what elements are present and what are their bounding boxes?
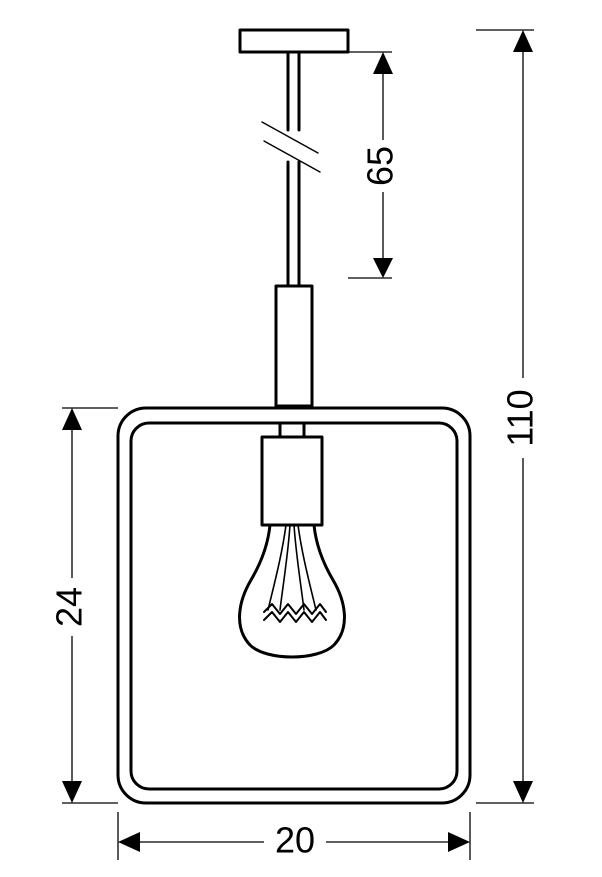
arrowhead-up (373, 52, 393, 74)
dimension-total-height: 110 (500, 30, 541, 803)
ceiling-canopy (238, 28, 350, 54)
dimension-cable-length: 65 (360, 52, 401, 278)
arrowhead-up (62, 408, 82, 430)
rod-sleeve (274, 284, 314, 408)
arrowhead-down (513, 781, 533, 803)
suspension-rod (286, 50, 301, 288)
total-height-label: 110 (500, 389, 541, 446)
arrowhead-right (448, 832, 470, 852)
rod-break-marks (261, 121, 321, 173)
frame-outer-edge (116, 406, 472, 805)
frame-top-mount (278, 421, 306, 439)
arrowhead-up (513, 30, 533, 52)
frame-width-label: 20 (275, 820, 315, 861)
extension-lines (62, 29, 534, 860)
arrowhead-down (62, 781, 82, 803)
arrowhead-down (373, 258, 393, 278)
arrowhead-left (118, 832, 140, 852)
frame-height-label: 24 (49, 587, 90, 627)
lamp-socket (260, 435, 324, 527)
dimension-frame-height: 24 (49, 408, 90, 803)
cable-length-label: 65 (360, 146, 401, 186)
bulb (238, 523, 346, 659)
dimension-frame-width: 20 (118, 820, 470, 861)
